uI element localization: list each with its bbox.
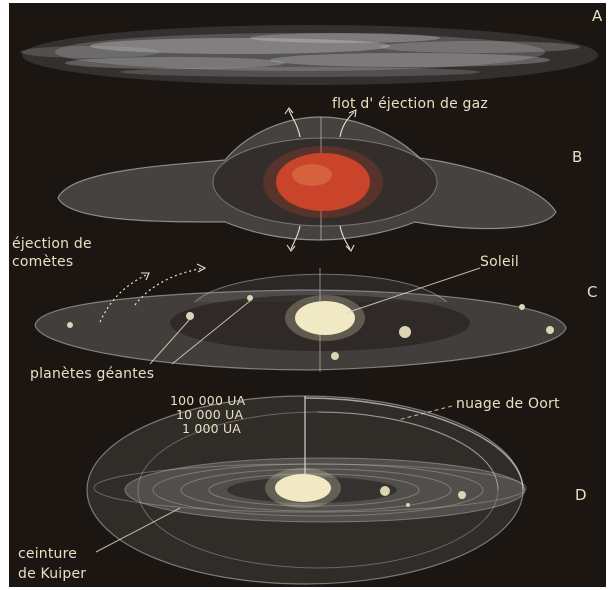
comet-ejection-label-line2: comètes bbox=[12, 254, 73, 270]
distance-label-10000: 10 000 UA bbox=[176, 407, 243, 422]
oort-cloud-label: nuage de Oort bbox=[456, 396, 560, 412]
comet-ejection-arrows bbox=[99, 267, 205, 323]
distance-label-1000: 1 000 UA bbox=[182, 421, 241, 436]
stage-a-nebula bbox=[20, 25, 598, 85]
kuiper-belt-label-line1: ceinture bbox=[18, 546, 77, 562]
sun-c bbox=[295, 301, 355, 335]
stage-b-letter: B bbox=[572, 148, 582, 166]
planets-d bbox=[380, 486, 466, 507]
planet-leader-line-1 bbox=[149, 318, 191, 365]
stage-a-letter: A bbox=[592, 7, 603, 25]
sun-d bbox=[275, 474, 331, 502]
stage-d-letter: D bbox=[575, 486, 587, 504]
gas-ejection-label: flot d' éjection de gaz bbox=[332, 96, 488, 112]
kuiper-leader-line bbox=[95, 507, 181, 553]
giant-planets bbox=[67, 295, 554, 360]
comet-arrowheads bbox=[141, 263, 207, 281]
comet-ejection-label-line1: éjection de bbox=[12, 236, 92, 252]
distance-label-100000: 100 000 UA bbox=[170, 393, 246, 408]
stage-c-letter: C bbox=[587, 283, 597, 301]
sun-label: Soleil bbox=[480, 254, 519, 270]
giant-planets-label: planètes géantes bbox=[30, 366, 154, 382]
kuiper-belt-label-line2: de Kuiper bbox=[18, 566, 86, 582]
planet-leader-line-2 bbox=[171, 300, 251, 365]
gas-ejection-arrows bbox=[284, 107, 357, 252]
protosun-highlight bbox=[292, 164, 332, 186]
oort-leader-line bbox=[397, 405, 453, 421]
sun-leader-line bbox=[345, 267, 481, 314]
